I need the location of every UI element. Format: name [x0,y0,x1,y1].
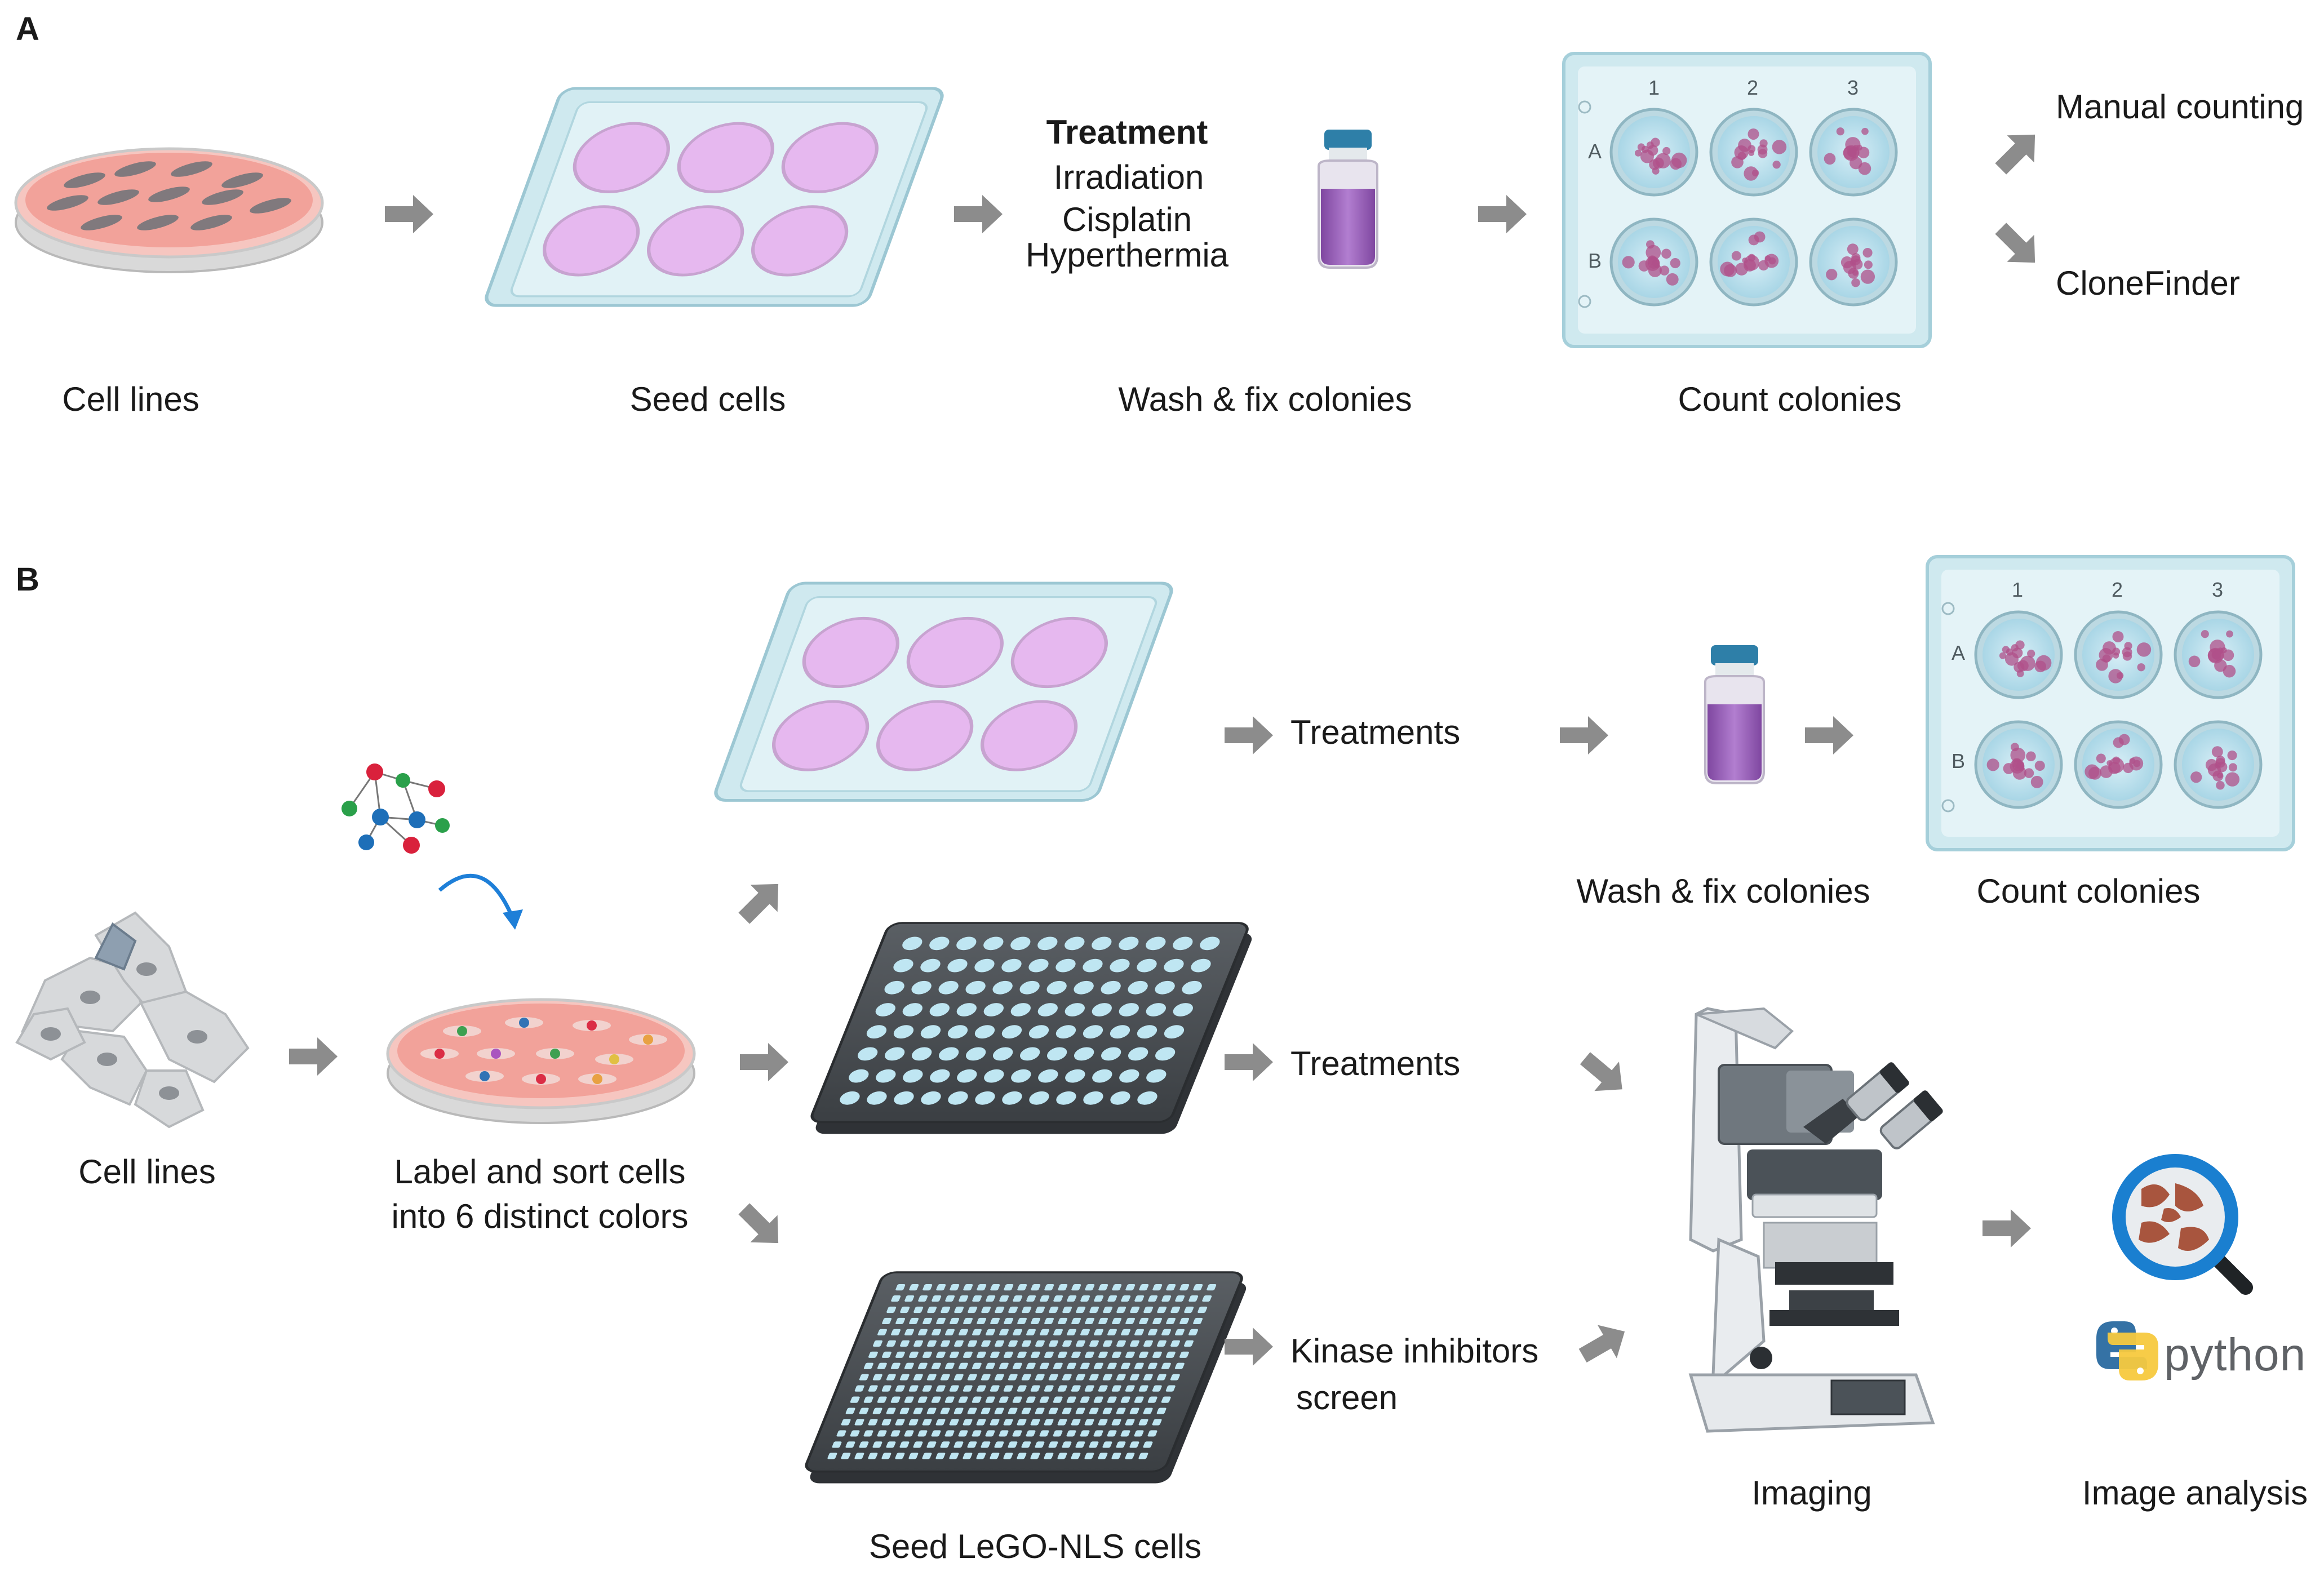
label-b-image-analysis: Image analysis [2082,1474,2308,1512]
arrow-b-kinase [1225,1328,1273,1366]
vial-icon-b [1704,645,1765,784]
plate-a-col-3: 3 [1847,76,1859,99]
plate-a-well [1709,108,1798,197]
output-clonefinder: CloneFinder [2056,264,2240,302]
plate-a-well [1809,108,1898,197]
treatment-item-hyperthermia: Hyperthermia [1025,236,1229,274]
treatment-item-irradiation: Irradiation [1053,158,1204,196]
label-b-cell-lines: Cell lines [78,1153,216,1191]
plate-b-col-3: 3 [2211,578,2224,601]
fluorescent-label-icon [341,763,523,930]
labelled-petri-dish-icon [386,998,696,1124]
label-a-cell-lines: Cell lines [62,380,199,418]
label-a-seed-cells: Seed cells [629,380,786,418]
plate-b-well [2074,720,2163,809]
plate-b-well [2174,720,2263,809]
three-eighty-four-well-plate-icon [805,1271,1247,1484]
six-well-plate-icon-b [714,581,1173,802]
label-b-imaging: Imaging [1751,1474,1872,1512]
plate-b-well [2074,610,2163,699]
treatment-item-cisplatin: Cisplatin [1062,201,1192,238]
label-b-kinase-line2: screen [1296,1379,1398,1417]
arrow-a-down [1995,223,2035,263]
arrow-b-count [1805,716,1853,754]
treatment-heading: Treatment [1046,113,1208,151]
output-manual-counting: Manual counting [2056,88,2304,126]
plate-a-well [1609,217,1698,307]
arrow-a-3 [1478,195,1527,233]
plate-b-well [2174,610,2263,699]
vial-icon [1318,130,1378,269]
python-wordmark: python [2164,1329,2307,1380]
arrow-a-2 [954,195,1003,233]
plate-a-col-1: 1 [1648,76,1660,99]
plate-b-well [1974,610,2063,699]
arrow-a-up [1995,134,2035,175]
label-a-wash: Wash & fix colonies [1118,380,1412,418]
arrow-b-imaging-top [1580,1052,1622,1091]
plate-b-row-a: A [1951,641,1966,664]
plate-a-row-a: A [1587,140,1602,163]
plate-b-col-2: 2 [2111,578,2123,601]
ninety-six-well-plate-icon [810,922,1252,1134]
plate-b-well [1974,720,2063,809]
plate-a-col-2: 2 [1746,76,1759,99]
arrow-b-treat-top [1225,716,1273,754]
magnifier-icon [2112,1154,2253,1295]
label-b-kinase-line1: Kinase inhibitors [1290,1332,1539,1370]
arrow-b-up [738,884,779,924]
arrow-b-analysis [1983,1209,2031,1248]
label-b-seed-lego: Seed LeGO-NLS cells [868,1528,1202,1565]
arrow-b-treat-mid [1225,1043,1273,1081]
plate-a-well [1709,217,1798,307]
six-well-plate-icon [485,87,944,307]
arrow-b-cells [289,1037,338,1076]
arrow-b-wash [1560,716,1608,754]
plate-a-row-b: B [1587,249,1602,272]
label-b-label-sort-line1: Label and sort cells [394,1153,686,1191]
petri-dish-icon [14,147,324,273]
cell-cluster-icon [15,911,250,1129]
plate-b-row-b: B [1951,749,1966,773]
panel-b-letter: B [16,561,39,598]
plate-a-well [1809,217,1898,307]
colony-plate-icon [1562,52,1932,348]
arrow-b-imaging-bottom [1578,1325,1625,1363]
microscope-icon [1688,1007,1943,1433]
label-b-label-sort-line2: into 6 distinct colors [391,1197,689,1235]
arrow-b-down [738,1203,779,1244]
label-b-treatments-mid: Treatments [1290,1045,1461,1082]
label-b-treatments-top: Treatments [1290,713,1461,751]
label-b-wash: Wash & fix colonies [1576,872,1870,910]
plate-b-col-1: 1 [2011,578,2024,601]
arrow-b-mid [740,1043,788,1081]
label-a-count: Count colonies [1678,380,1902,418]
label-b-count: Count colonies [1976,872,2201,910]
colony-plate-icon-b [1926,555,2295,851]
plate-a-well [1609,108,1698,197]
panel-a-letter: A [16,11,39,47]
arrow-a-1 [385,195,433,233]
python-logo-icon [2096,1321,2158,1380]
